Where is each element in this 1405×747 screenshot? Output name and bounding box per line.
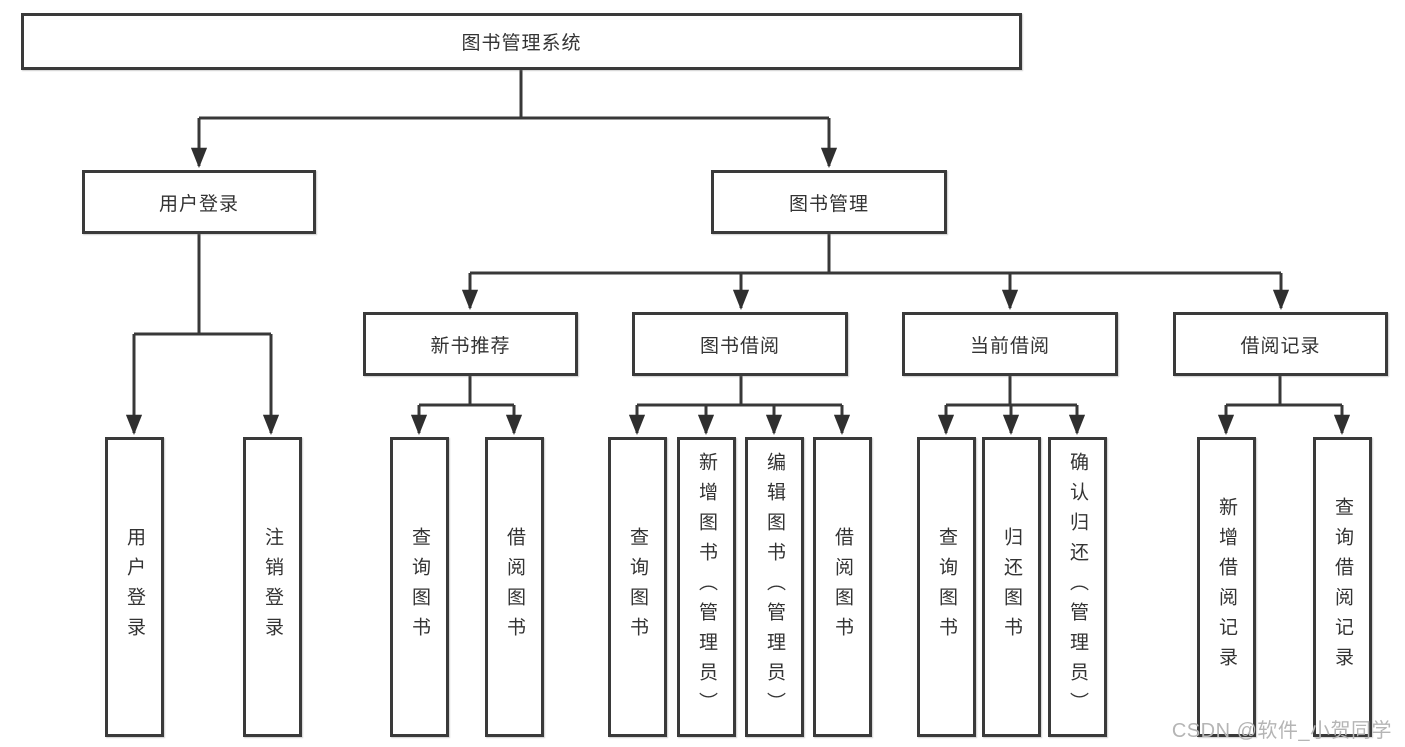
leaf-add-books-admin: 新增图书（管理员） [677, 437, 736, 737]
leaf-return-books: 归还图书 [982, 437, 1041, 737]
leaf-label: 查询图书 [627, 527, 648, 647]
node-label: 图书借阅 [699, 335, 780, 357]
leaf-query-books-borrow: 查询图书 [608, 437, 667, 737]
leaf-label: 借阅图书 [832, 527, 853, 647]
node-label: 当前借阅 [969, 335, 1050, 357]
node-label: 新书推荐 [430, 335, 511, 357]
leaf-query-books-current: 查询图书 [917, 437, 976, 737]
leaf-add-borrow-record: 新增借阅记录 [1197, 437, 1256, 737]
leaf-edit-books-admin: 编辑图书（管理员） [745, 437, 804, 737]
leaf-borrow-books-newrec: 借阅图书 [485, 437, 544, 737]
node-current-borrow: 当前借阅 [902, 312, 1118, 376]
leaf-label: 用户登录 [124, 527, 145, 647]
leaf-user-login: 用户登录 [105, 437, 164, 737]
leaf-logout: 注销登录 [243, 437, 302, 737]
leaf-label: 归还图书 [1001, 527, 1022, 647]
node-book-borrow: 图书借阅 [632, 312, 848, 376]
leaf-label: 新增借阅记录 [1216, 497, 1237, 677]
leaf-confirm-return-admin: 确认归还（管理员） [1048, 437, 1107, 737]
csdn-watermark: CSDN @软件_小贺同学 [1171, 720, 1392, 742]
node-label: 用户登录 [158, 193, 239, 215]
leaf-label: 查询图书 [409, 527, 430, 647]
leaf-query-books-newrec: 查询图书 [390, 437, 449, 737]
node-user-login: 用户登录 [82, 170, 316, 234]
node-new-book-recommend: 新书推荐 [363, 312, 578, 376]
leaf-label: 新增图书（管理员） [696, 452, 717, 722]
leaf-label: 查询图书 [936, 527, 957, 647]
leaf-label: 查询借阅记录 [1332, 497, 1353, 677]
leaf-query-borrow-record: 查询借阅记录 [1313, 437, 1372, 737]
node-library-management-system: 图书管理系统 [21, 13, 1022, 70]
leaf-label: 确认归还（管理员） [1067, 452, 1088, 722]
leaf-label: 借阅图书 [504, 527, 525, 647]
node-label: 图书管理 [788, 193, 869, 215]
node-label: 图书管理系统 [461, 33, 582, 54]
node-borrow-records: 借阅记录 [1173, 312, 1388, 376]
leaf-label: 编辑图书（管理员） [764, 452, 785, 722]
node-label: 借阅记录 [1240, 335, 1321, 357]
node-book-management: 图书管理 [711, 170, 947, 234]
leaf-label: 注销登录 [262, 527, 283, 647]
leaf-borrow-books: 借阅图书 [813, 437, 872, 737]
